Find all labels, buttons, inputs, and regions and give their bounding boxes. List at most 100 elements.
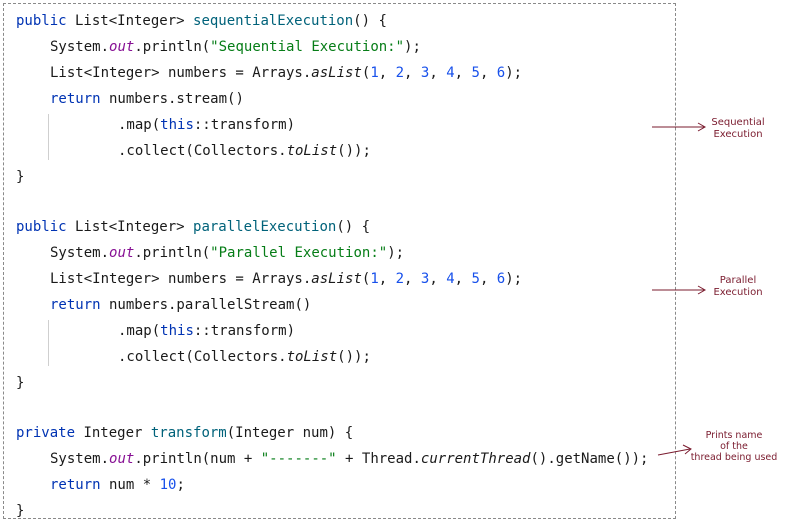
code-text: .collect(Collectors.: [118, 349, 287, 365]
number-literal: 3: [420, 65, 430, 81]
method-name: parallelExecution: [193, 219, 337, 235]
code-text: System.: [50, 245, 110, 261]
code-line-close-brace: }: [16, 503, 25, 519]
number-literal: 6: [496, 65, 506, 81]
code-text: System.: [50, 39, 110, 55]
number-literal: 2: [395, 65, 405, 81]
arrow-head-icon: [682, 444, 692, 455]
annotation-line: Execution: [713, 129, 763, 140]
keyword: this: [160, 323, 194, 339]
code-line-numbers-list: List<Integer> numbers = Arrays.asList(1,…: [50, 65, 523, 81]
number-literal: 1: [370, 65, 379, 81]
keyword: return: [50, 91, 101, 107]
arrow-prints: [657, 448, 691, 456]
annotation-prints-thread: Prints name of the thread being used: [682, 430, 786, 463]
annotation-line: thread being used: [690, 452, 778, 463]
signature-tail: (Integer num) {: [226, 425, 354, 441]
code-text: );: [505, 271, 523, 287]
code-text: .println(: [134, 39, 211, 55]
code-text: + Thread.: [336, 451, 421, 467]
string-literal: "Parallel Execution:": [210, 245, 388, 261]
annotation-line: Prints name: [705, 430, 763, 441]
number-literal: 10: [159, 477, 177, 493]
annotation-parallel: Parallel Execution: [696, 275, 780, 299]
static-method: currentThread: [420, 451, 531, 467]
return-type: Integer: [75, 425, 151, 441]
method-name: sequentialExecution: [193, 13, 354, 29]
code-text: numbers.stream(): [100, 91, 244, 107]
number-literal: 3: [420, 271, 430, 287]
annotation-line: Execution: [713, 287, 763, 298]
keyword: private: [16, 425, 76, 441]
code-text: List<Integer> numbers = Arrays.: [50, 271, 312, 287]
code-line-collect: .collect(Collectors.toList());: [118, 348, 371, 366]
return-type: List<Integer>: [66, 219, 194, 235]
arrow-head-icon: [697, 122, 707, 132]
keyword: return: [50, 297, 101, 313]
code-line-close-brace: }: [16, 375, 25, 391]
code-text: );: [387, 245, 405, 261]
code-line-method2-signature: public List<Integer> parallelExecution()…: [16, 218, 370, 236]
static-method: toList: [286, 349, 338, 365]
signature-tail: () {: [353, 13, 387, 29]
code-snippet: public List<Integer> sequentialExecution…: [3, 3, 676, 519]
code-line-println-sequential: System.out.println("Sequential Execution…: [50, 38, 421, 56]
code-text: ;: [176, 477, 185, 493]
number-literal: 5: [471, 271, 480, 287]
code-text: );: [505, 65, 523, 81]
out-field: out: [109, 39, 135, 55]
number-literal: 6: [496, 271, 506, 287]
indent-guide: [48, 114, 49, 160]
code-line-map: .map(this::transform): [118, 116, 295, 134]
annotation-line: Sequential: [711, 117, 765, 128]
number-literal: 1: [370, 271, 379, 287]
arrow-head-icon: [697, 285, 707, 295]
out-field: out: [109, 451, 135, 467]
signature-tail: () {: [336, 219, 371, 235]
code-text: .collect(Collectors.: [118, 143, 287, 159]
code-line-return-parallel-stream: return numbers.parallelStream(): [50, 296, 311, 314]
code-line-collect: .collect(Collectors.toList());: [118, 142, 371, 160]
string-literal: "Sequential Execution:": [210, 39, 405, 55]
code-line-close-brace: }: [16, 169, 25, 185]
code-line-method1-signature: public List<Integer> sequentialExecution…: [16, 12, 387, 30]
code-line-numbers-list: List<Integer> numbers = Arrays.asList(1,…: [50, 271, 523, 287]
static-method: asList: [311, 65, 362, 81]
annotation-sequential: Sequential Execution: [696, 117, 780, 141]
code-line-println-parallel: System.out.println("Parallel Execution:"…: [50, 244, 404, 262]
code-text: ());: [337, 349, 371, 365]
return-type: List<Integer>: [66, 13, 194, 29]
keyword: this: [160, 117, 194, 133]
annotation-line: of the: [720, 441, 748, 452]
code-text: numbers.parallelStream(): [100, 297, 312, 313]
number-literal: 2: [395, 271, 405, 287]
number-literal: 5: [471, 65, 480, 81]
indent-guide: [48, 320, 49, 366]
number-literal: 4: [446, 271, 455, 287]
keyword: public: [16, 219, 67, 235]
code-text: );: [404, 39, 421, 55]
code-text: ::transform): [193, 323, 296, 339]
keyword: public: [16, 13, 67, 29]
code-text: .map(: [118, 323, 161, 339]
code-line-map: .map(this::transform): [118, 322, 295, 340]
string-literal: "-------": [260, 451, 337, 467]
code-text: .map(: [118, 117, 161, 133]
code-text: .println(num +: [134, 451, 261, 467]
code-text: (: [361, 271, 371, 287]
code-text: ::transform): [193, 117, 296, 133]
number-literal: 4: [446, 65, 455, 81]
code-line-return-stream: return numbers.stream(): [50, 90, 244, 108]
code-text: .println(: [134, 245, 211, 261]
code-text: (: [361, 65, 371, 81]
code-line-return-num: return num * 10;: [50, 476, 185, 494]
out-field: out: [109, 245, 135, 261]
code-text: num *: [100, 477, 160, 493]
static-method: asList: [311, 271, 362, 287]
code-line-method3-signature: private Integer transform(Integer num) {: [16, 424, 353, 442]
code-line-println-thread: System.out.println(num + "-------" + Thr…: [50, 450, 649, 468]
annotation-line: Parallel: [719, 275, 757, 286]
code-text: ());: [337, 143, 371, 159]
keyword: return: [50, 477, 101, 493]
